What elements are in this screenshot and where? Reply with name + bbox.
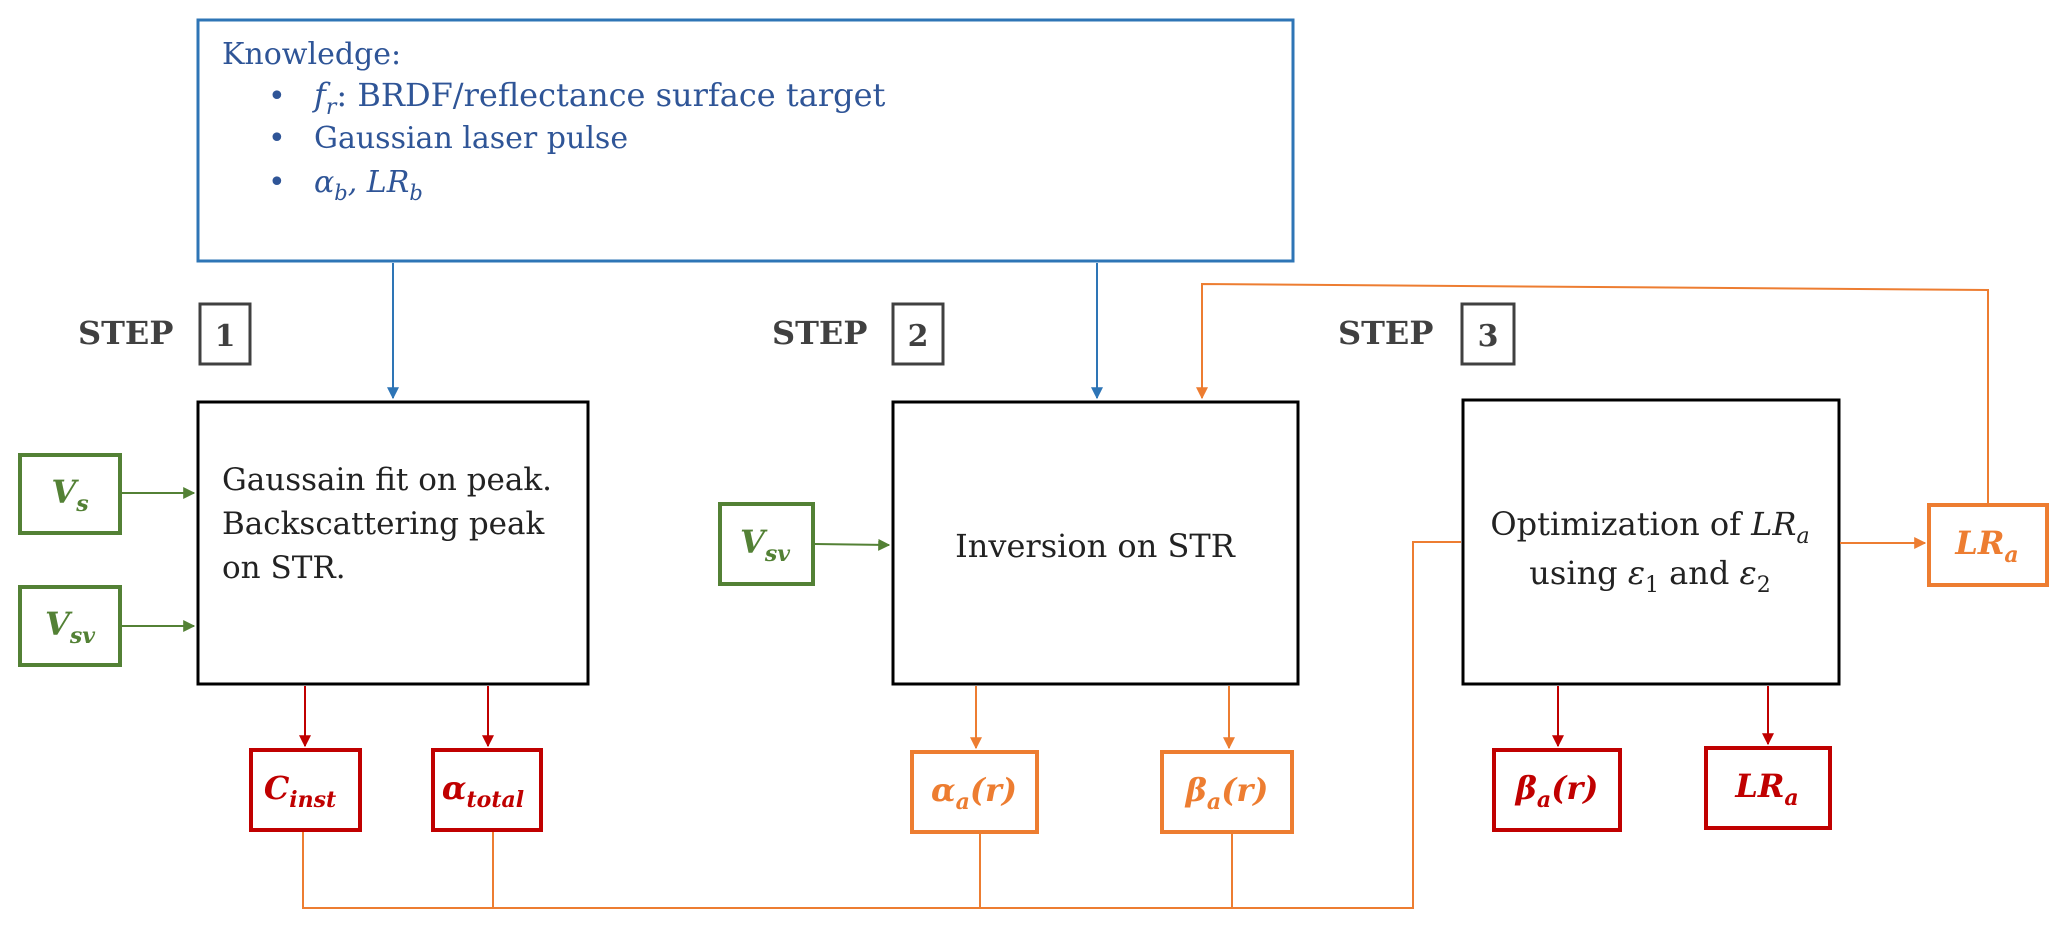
- output-c-inst: Cinst: [249, 748, 362, 832]
- process-step-1-line-1: Gaussain fit on peak.: [222, 462, 552, 498]
- process-step-2-frame: [891, 400, 1300, 686]
- process-step-1-line-3: on STR.: [222, 550, 346, 586]
- output-lra-feedback-label: LRa: [1954, 524, 2018, 568]
- output-beta-a-step2: βa(r): [1160, 750, 1294, 834]
- step-3-number: 3: [1478, 319, 1499, 354]
- step-2-text: STEP: [772, 314, 867, 352]
- input-vsv-step2-label: Vsv: [740, 523, 790, 567]
- output-beta-a-step3-frame: [1492, 748, 1622, 832]
- output-c-inst-frame: [249, 748, 362, 832]
- input-vsv-step2: Vsv: [718, 502, 815, 586]
- process-step-3-line-2: using ε1 and ε2: [1529, 554, 1770, 598]
- step-1-label: STEP 1: [78, 302, 252, 366]
- input-vsv-step1-label: Vsv: [45, 605, 95, 649]
- feedback-loop-lra-to-step2: [1196, 282, 1989, 503]
- step-3-number-box: [1460, 302, 1516, 366]
- output-lra-step3-frame: [1704, 746, 1832, 830]
- input-vsv-step1: Vsv: [18, 585, 122, 667]
- step-1-number-box: [198, 302, 252, 366]
- process-step-2-text: Inversion on STR: [955, 527, 1236, 565]
- output-alpha-a-label: αa(r): [931, 771, 1017, 815]
- step-2-label: STEP 2: [772, 302, 945, 366]
- input-vs: Vs: [18, 453, 122, 535]
- output-lra-step3: LRa: [1704, 746, 1832, 830]
- knowledge-bullet-2: •: [268, 121, 286, 156]
- output-beta-a-step3-label: βa(r): [1515, 769, 1599, 813]
- input-vs-frame: [18, 453, 122, 535]
- output-c-inst-label: Cinst: [264, 769, 336, 813]
- knowledge-bullet-3: •: [268, 165, 286, 200]
- output-alpha-a-frame: [910, 750, 1039, 834]
- output-beta-a-step3: βa(r): [1492, 748, 1622, 832]
- process-step-2: Inversion on STR: [891, 400, 1300, 686]
- bus-outputs-to-step3: [302, 541, 1461, 909]
- knowledge-bullet-1: •: [268, 79, 286, 114]
- output-alpha-total: αtotal: [431, 748, 543, 832]
- step-1-number: 1: [215, 319, 236, 354]
- output-lra-feedback: LRa: [1927, 503, 2049, 587]
- process-step-1: Gaussain fit on peak. Backscattering pea…: [196, 400, 590, 686]
- input-vsv-step1-frame: [18, 585, 122, 667]
- output-alpha-total-frame: [431, 748, 543, 832]
- output-alpha-a: αa(r): [910, 750, 1039, 834]
- knowledge-item-brdf: fr: BRDF/reflectance surface target: [312, 76, 886, 120]
- output-lra-feedback-frame: [1927, 503, 2049, 587]
- knowledge-box: Knowledge: • fr: BRDF/reflectance surfac…: [196, 18, 1295, 263]
- arrow-vsv-to-step2: [814, 538, 891, 551]
- step-1-text: STEP: [78, 314, 173, 352]
- process-step-1-line-2: Backscattering peak: [222, 506, 544, 542]
- step-2-number: 2: [908, 319, 929, 354]
- process-step-3-frame: [1461, 398, 1841, 686]
- knowledge-title: Knowledge:: [222, 37, 401, 72]
- step-2-number-box: [891, 302, 945, 366]
- input-vsv-step2-frame: [718, 502, 815, 586]
- process-step-1-frame: [196, 400, 590, 686]
- process-step-3: Optimization of LRa using ε1 and ε2: [1461, 398, 1841, 686]
- output-beta-a-step2-frame: [1160, 750, 1294, 834]
- input-vs-label: Vs: [51, 473, 88, 517]
- knowledge-item-alpha-lr: αb, LRb: [314, 165, 423, 205]
- knowledge-item-gaussian: Gaussian laser pulse: [314, 121, 628, 156]
- step-3-text: STEP: [1338, 314, 1433, 352]
- step-3-label: STEP 3: [1338, 302, 1516, 366]
- knowledge-frame: [196, 18, 1295, 263]
- process-step-3-line-1: Optimization of LRa: [1490, 505, 1809, 549]
- output-alpha-total-label: αtotal: [442, 769, 524, 813]
- output-lra-step3-label: LRa: [1734, 767, 1798, 811]
- output-beta-a-step2-label: βa(r): [1185, 771, 1269, 815]
